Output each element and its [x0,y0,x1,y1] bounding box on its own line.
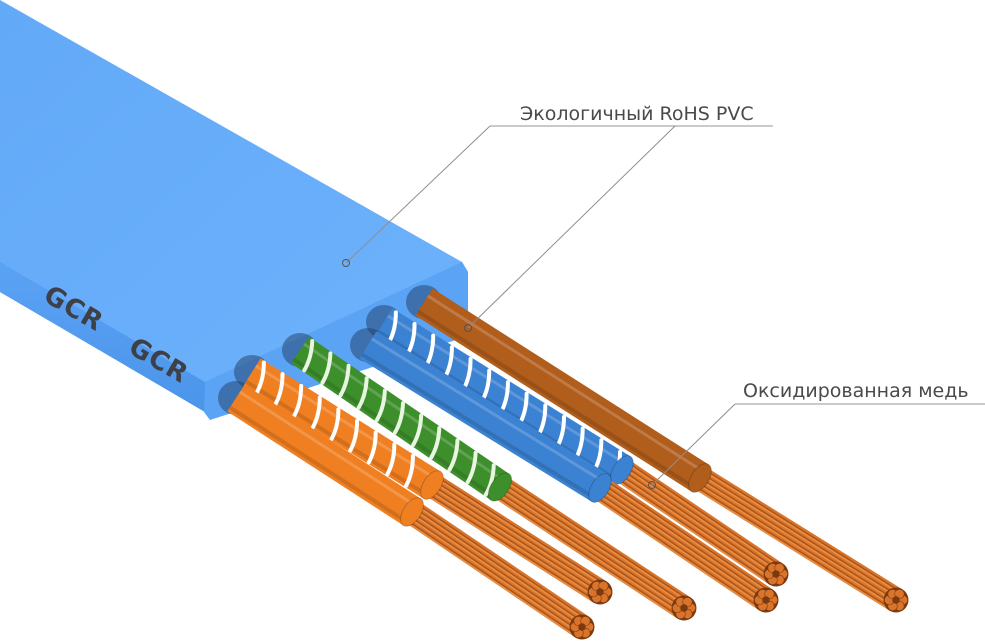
callout-copper: Оксидированная медь [648,380,985,489]
wire-stripe [447,438,460,472]
wire-stripe [392,401,406,435]
wire-insulation [359,331,612,503]
callout-label-copper: Оксидированная медь [743,380,969,402]
wire-stripe [483,463,496,497]
wire-stripe [404,454,415,488]
leader-dot [464,324,472,332]
conductor-strands-end [569,614,595,640]
wire-stripe [385,442,397,477]
wire-stripe [356,376,369,410]
copper-conductor [615,459,789,587]
wire-orange-white [243,358,613,605]
wire-insulation [227,384,424,527]
callout-label-jacket: Экологичный RoHS PVC [520,103,754,125]
wire-stripe [338,363,351,398]
conductor-strands-end [753,587,779,613]
wire-blue-white [375,308,789,587]
copper-conductor [425,474,613,605]
copper-conductor [593,477,779,613]
wire-stripe [302,338,315,373]
wire-green-white [290,336,697,621]
wire-insulation [290,336,513,502]
wire-stripe [329,407,341,441]
wires-exposed [227,288,909,640]
callout-jacket: Экологичный RoHS PVC [342,103,773,332]
wire-stripe [255,360,266,395]
copper-conductor [492,476,697,621]
leader-dot [342,259,350,267]
wire-insulation [415,288,712,493]
wire-stripe [411,413,424,447]
wire-stripe [310,395,322,430]
wire-brown [415,288,909,613]
jacket-top-face [0,0,468,412]
jacket-side-face [0,262,205,412]
copper-conductor [693,467,909,613]
wire-stripe [292,383,304,418]
wire-stripe [320,351,333,385]
leader-dot [648,481,656,489]
conductor-strands-end [671,595,697,621]
conductor-strands-end [763,561,789,587]
wire-stripe [348,418,360,453]
wire-stripe [429,425,442,460]
wire-orange [227,384,595,640]
wire-stripe [374,388,387,423]
conductor-strands-end [883,587,909,613]
leader-line [467,125,676,329]
copper-conductor [405,501,595,640]
leader-line [345,125,491,264]
wire-stripe [465,450,478,485]
wire-stripe [366,430,378,465]
conductor-strands-end [587,579,613,605]
wire-insulation [243,358,444,500]
wire-stripe [273,372,285,406]
wire-blue [359,331,779,613]
leader-line [651,403,736,486]
